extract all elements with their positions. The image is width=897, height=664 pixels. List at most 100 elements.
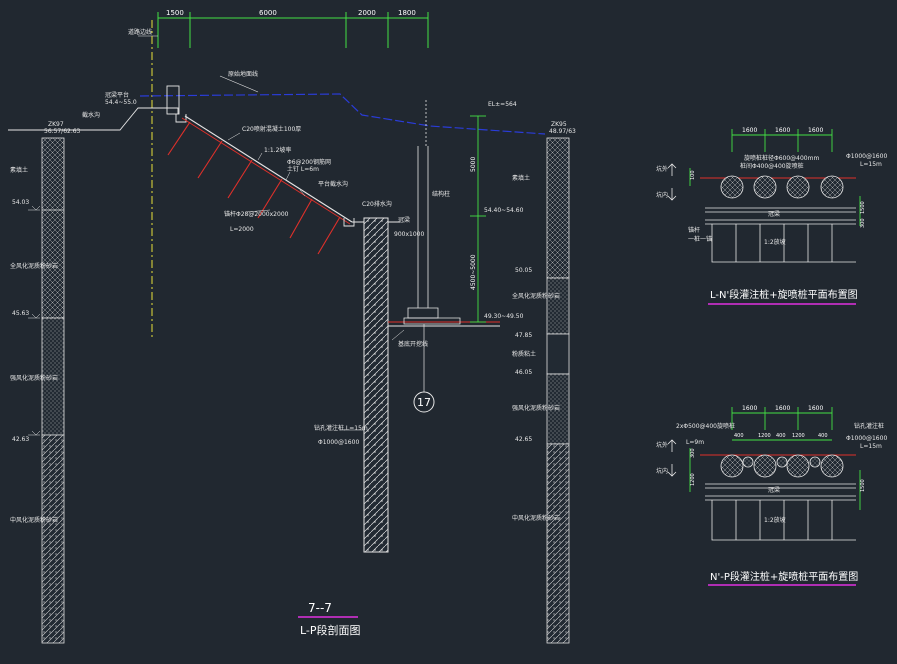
plan2-pile-tag: 钻孔灌注桩 xyxy=(854,422,884,430)
plan1-bottom-note: 1:2放坡 xyxy=(764,238,786,246)
bolt-label: 土钉 L=6m xyxy=(287,165,319,173)
plan1-label-top: 旋喷桩桩径Φ600@400mm xyxy=(744,154,819,162)
platform-label: 平台截水沟 xyxy=(318,180,348,188)
right-borehole-elev: 48.97/63 xyxy=(549,128,576,135)
plan2-bottom-note: 1:2放坡 xyxy=(764,516,786,524)
right-stratum-elev-3: 47.85 xyxy=(515,332,532,339)
top-level-label: 54.4~55.0 xyxy=(105,99,137,106)
left-stratum-elev-5: 42.63 xyxy=(12,436,29,443)
column-label: 结构柱 xyxy=(432,190,450,198)
plan1-left-dim: 100 xyxy=(690,170,696,180)
beam-label: 冠梁 xyxy=(398,216,410,224)
plan2-side-out: 坑外 xyxy=(656,441,668,449)
right-stratum-elev-7: 42.65 xyxy=(515,436,532,443)
slope-leaders xyxy=(227,132,306,213)
plan1-drawing xyxy=(667,129,861,263)
bot-el-label: 49.30~49.50 xyxy=(484,313,524,320)
left-stratum-2: 全风化泥质粉砂岩 xyxy=(10,262,58,270)
left-stratum-6: 中风化泥质粉砂岩 xyxy=(10,516,58,524)
top-dim-1: 1500 xyxy=(166,9,184,17)
plan1-bottom-left2: 一桩一锚 xyxy=(688,235,712,243)
slope-ratio-label: 1:1.2坡率 xyxy=(264,146,291,154)
plan2-pile-len: L=15m xyxy=(860,443,882,450)
top-dimension xyxy=(157,12,429,48)
plan2-label-top2: L=9m xyxy=(686,439,704,446)
top-dim-4: 1800 xyxy=(398,9,416,17)
plan2-sub-dim-5: 400 xyxy=(818,433,828,439)
plan2-beam: 冠梁 xyxy=(768,486,780,494)
anchors xyxy=(167,121,341,255)
plan1-side-in: 坑内 xyxy=(656,191,668,199)
right-stratum-4: 粉质粘土 xyxy=(512,350,536,358)
left-elev-marks xyxy=(28,205,41,436)
drain-ditch-top xyxy=(175,114,187,123)
section-name: L-P段剖面图 xyxy=(300,623,361,637)
plan1-bottom-left: 锚杆 xyxy=(688,226,700,234)
plan1-title: L-N'段灌注桩+旋喷桩平面布置图 xyxy=(710,288,858,301)
plan2-sub-dim-3: 400 xyxy=(776,433,786,439)
slope-face xyxy=(184,115,353,223)
plan2-right-dim: 1500 xyxy=(860,479,866,492)
plan2-dim-3: 1600 xyxy=(808,405,823,412)
excavation-leader xyxy=(391,329,405,341)
excavation-label: 基底开挖线 xyxy=(398,340,428,348)
ground-label: 原始地面线 xyxy=(228,70,258,78)
cap-beam-label: 冠梁平台 xyxy=(105,91,129,99)
right-stratum-8: 中风化泥质粉砂岩 xyxy=(512,514,560,522)
left-borehole-id: ZK97 xyxy=(48,121,64,128)
top-el-label: EL±=564 xyxy=(488,101,517,108)
ground-leader xyxy=(219,75,259,93)
dim-5000: 5000 xyxy=(470,157,477,172)
pile-label: 钻孔灌注桩,L=15m xyxy=(314,424,368,432)
top-dim-2: 6000 xyxy=(259,9,277,17)
left-borehole xyxy=(41,137,65,644)
left-stratum-0: 素填土 xyxy=(10,166,28,174)
plan1-dim-1: 1600 xyxy=(742,127,757,134)
ground-line-left xyxy=(8,107,150,131)
drain2-label: C20排水沟 xyxy=(362,200,392,208)
road-line-label: 道路边线 xyxy=(128,28,152,36)
beam-size-label: 900x1000 xyxy=(394,231,424,238)
cap-step xyxy=(150,107,179,114)
plan1-side-out: 坑外 xyxy=(656,165,668,173)
dim-4500: 4500~5000 xyxy=(470,254,477,290)
left-stratum-elev-1: 54.03 xyxy=(12,199,29,206)
mid-el-label: 54.40~54.60 xyxy=(484,207,524,214)
plan2-title: N'-P段灌注桩+旋喷桩平面布置图 xyxy=(710,570,858,583)
plan1-right-dim2: 300 xyxy=(860,218,866,228)
plan2-left-dim: 300 xyxy=(690,448,696,458)
mesh-label: C20喷射混凝土100厚 xyxy=(242,125,301,133)
right-stratum-6: 强风化泥质粉砂岩 xyxy=(512,404,560,412)
right-stratum-elev-5: 46.05 xyxy=(515,369,532,376)
anchor-len-label: L=2000 xyxy=(230,226,254,233)
bored-pile xyxy=(363,217,389,553)
right-stratum-2: 全风化泥质粉砂岩 xyxy=(512,292,560,300)
plan1-pile-len: L=15m xyxy=(860,161,882,168)
plan2-pile-note: Φ1000@1600 xyxy=(846,435,887,442)
cap-block xyxy=(166,85,180,115)
right-stratum-elev-1: 50.05 xyxy=(515,267,532,274)
vertical-dims xyxy=(470,115,486,323)
anchor-label: 锚杆Φ28@2000x2000 xyxy=(224,210,289,218)
right-borehole-id: ZK95 xyxy=(551,121,567,128)
drain-label: 截水沟 xyxy=(82,111,100,119)
plan2-side-in: 坑内 xyxy=(656,467,668,475)
original-ground-line xyxy=(139,93,546,135)
top-dim-3: 2000 xyxy=(358,9,376,17)
slope-mesh xyxy=(181,117,351,225)
plan2-sub-dim-2: 1200 xyxy=(758,433,771,439)
plan2-dim-1: 1600 xyxy=(742,405,757,412)
plan2-sub-dim-1: 400 xyxy=(734,433,744,439)
plan1-right-dim: 1500 xyxy=(860,201,866,214)
right-stratum-0: 素填土 xyxy=(512,174,530,182)
pile-spec-label: Φ1000@1600 xyxy=(318,439,359,446)
plan1-dim-2: 1600 xyxy=(775,127,790,134)
plan1-beam: 冠梁 xyxy=(768,210,780,218)
plan1-label-top2: 桩间Φ400@400旋喷桩 xyxy=(740,162,804,170)
plan2-dim-2: 1600 xyxy=(775,405,790,412)
structure-column xyxy=(403,100,461,325)
plan2-drawing xyxy=(667,407,861,541)
plan1-dim-3: 1600 xyxy=(808,127,823,134)
plan2-sub-dim-4: 1200 xyxy=(792,433,805,439)
